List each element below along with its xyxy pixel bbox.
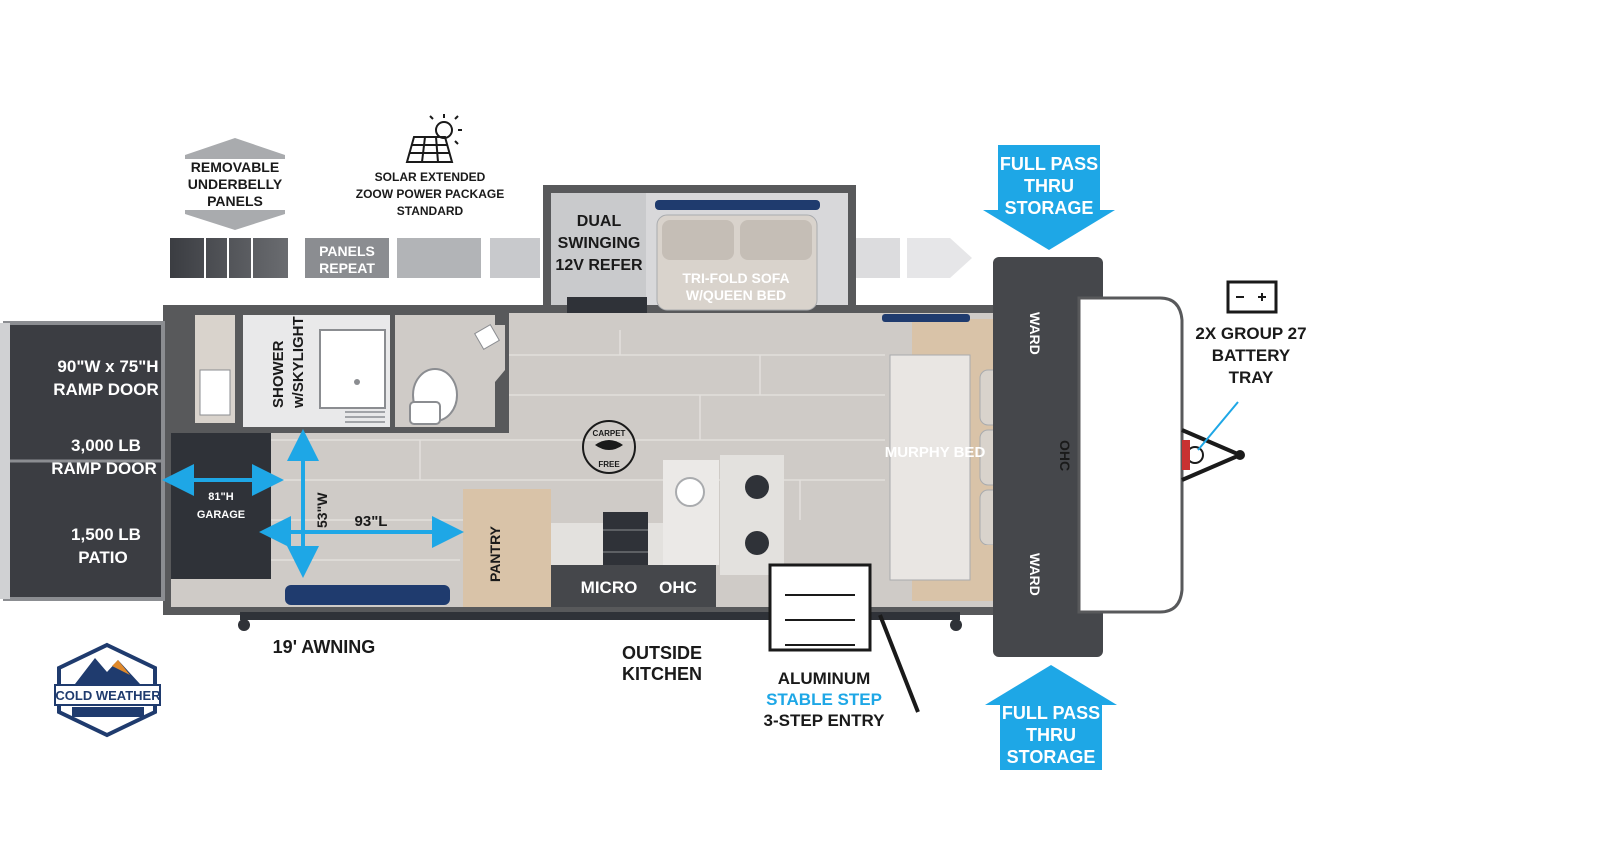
panels-repeat-label: PANELS REPEAT: [319, 243, 375, 276]
ward-top-label: WARD: [1027, 312, 1043, 355]
garage-line-1: 81"H: [208, 491, 233, 503]
shower-label: SHOWER w/SKYLIGHT: [270, 316, 307, 409]
step-line-2: STABLE STEP: [766, 690, 882, 709]
cold-weather-badge-icon: COLD WEATHER: [54, 642, 161, 738]
step-line-3: 3-STEP ENTRY: [764, 711, 886, 730]
battery-line-3: TRAY: [1229, 368, 1274, 387]
pass-thru-arrow-top-icon: [983, 145, 1115, 250]
battery-icon: [1197, 280, 1278, 451]
step-label: ALUMINUM STABLE STEP 3-STEP ENTRY: [764, 669, 886, 730]
shower-line-1: SHOWER: [270, 340, 287, 408]
solar-panel-icon: [405, 114, 462, 163]
ramp-size-label: 90"W x 75"H RAMP DOOR: [53, 357, 158, 399]
ramp-weight-label: 3,000 LB RAMP DOOR: [51, 436, 156, 478]
ramp-weight-line-2: RAMP DOOR: [51, 459, 156, 478]
outside-kitchen-line-1: OUTSIDE: [622, 643, 702, 663]
awning-label: 19' AWNING: [273, 637, 376, 657]
outside-kitchen-label: OUTSIDE KITCHEN: [622, 643, 702, 684]
battery-line-1: 2X GROUP 27: [1195, 324, 1306, 343]
outside-kitchen-line-2: KITCHEN: [622, 664, 702, 684]
ohc-kitchen-label: OHC: [659, 578, 697, 597]
removable-panels-line-2: UNDERBELLY: [188, 176, 283, 192]
carpet-free-bottom-text: FREE: [598, 460, 620, 469]
removable-panels-arrow-icon: [185, 138, 285, 230]
refer-label: DUAL SWINGING 12V REFER: [555, 213, 643, 274]
pass-thru-arrow-bottom-icon: [985, 665, 1117, 770]
garage-line-2: GARAGE: [197, 509, 245, 521]
underbelly-panel-strip: [170, 238, 972, 278]
length-dimension-label: 93"L: [355, 513, 388, 530]
carpet-free-top-text: CARPET: [593, 429, 626, 438]
pass-thru-top-label: FULL PASS THRU STORAGE: [1000, 154, 1098, 218]
panels-repeat-line-2: REPEAT: [319, 260, 375, 276]
patio-line-1: 1,500 LB: [71, 525, 141, 544]
panels-repeat-line-1: PANELS: [319, 243, 375, 259]
step-line-1: ALUMINUM: [778, 669, 871, 688]
sofa-label: TRI-FOLD SOFA W/QUEEN BED: [682, 270, 789, 303]
ramp-size-line-1: 90"W x 75"H: [57, 357, 158, 376]
sofa-line-1: TRI-FOLD SOFA: [682, 270, 789, 286]
pass-thru-bottom-label: FULL PASS THRU STORAGE: [1002, 703, 1100, 767]
removable-panels-line-3: PANELS: [207, 193, 263, 209]
solar-line-1: SOLAR EXTENDED: [375, 170, 486, 184]
murphy-bed-label: MURPHY BED: [885, 444, 986, 461]
ohc-bed-label: OHC: [1057, 440, 1073, 471]
shower-line-2: w/SKYLIGHT: [290, 316, 307, 409]
garage-label: 81"H GARAGE: [197, 491, 245, 521]
pantry-label: PANTRY: [487, 525, 503, 582]
refer-line-3: 12V REFER: [555, 257, 643, 274]
solar-line-2: ZOOW POWER PACKAGE: [356, 187, 504, 201]
battery-line-2: BATTERY: [1212, 346, 1291, 365]
pass-thru-top-line-3: STORAGE: [1005, 198, 1094, 218]
removable-panels-label: REMOVABLE UNDERBELLY PANELS: [188, 159, 283, 209]
pass-thru-bottom-line-3: STORAGE: [1007, 747, 1096, 767]
sofa-line-2: W/QUEEN BED: [686, 287, 786, 303]
cold-weather-badge-text: COLD WEATHER: [55, 688, 161, 703]
refer-line-2: SWINGING: [558, 235, 641, 252]
ward-bottom-label: WARD: [1027, 553, 1043, 596]
patio-label: 1,500 LB PATIO: [71, 525, 141, 567]
ramp-size-line-2: RAMP DOOR: [53, 380, 158, 399]
pass-thru-bottom-line-1: FULL PASS: [1002, 703, 1100, 723]
battery-label: 2X GROUP 27 BATTERY TRAY: [1195, 324, 1306, 387]
solar-line-3: STANDARD: [397, 204, 464, 218]
micro-label: MICRO: [581, 578, 638, 597]
pass-thru-top-line-1: FULL PASS: [1000, 154, 1098, 174]
patio-line-2: PATIO: [78, 548, 127, 567]
pass-thru-bottom-line-2: THRU: [1026, 725, 1076, 745]
width-dimension-label: 53"W: [314, 492, 330, 528]
ramp-weight-line-1: 3,000 LB: [71, 436, 141, 455]
removable-panels-line-1: REMOVABLE: [191, 159, 279, 175]
solar-label: SOLAR EXTENDED ZOOW POWER PACKAGE STANDA…: [356, 170, 504, 218]
carpet-free-icon: CARPET FREE: [582, 420, 636, 474]
refer-line-1: DUAL: [577, 213, 622, 230]
pass-thru-top-line-2: THRU: [1024, 176, 1074, 196]
garage-dimension-arrows: [162, 429, 464, 578]
